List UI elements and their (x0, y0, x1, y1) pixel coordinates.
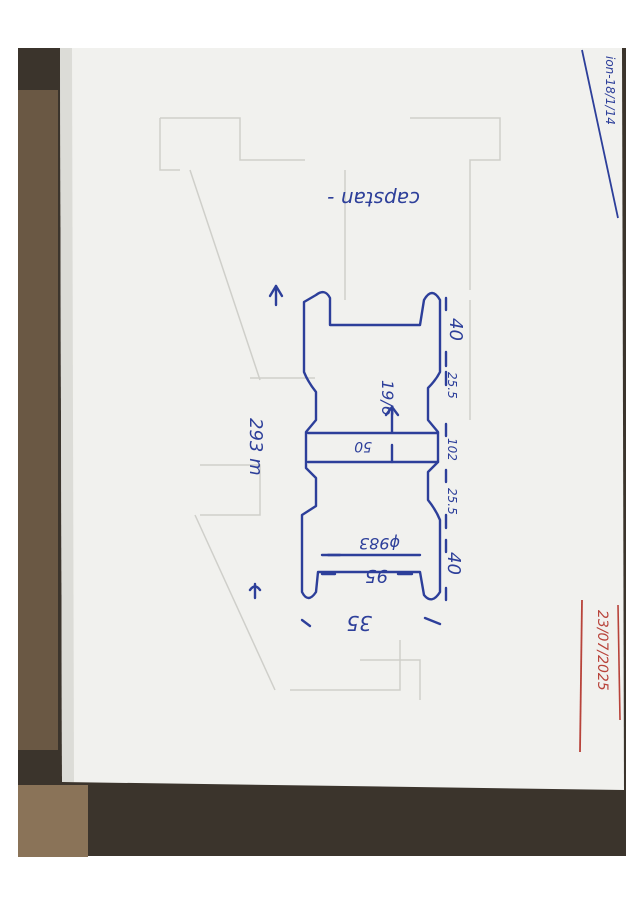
red-date-bracket (617, 604, 621, 721)
ghost-drawing (159, 117, 501, 700)
capstan-sketch (248, 284, 448, 628)
paper-shadow (60, 48, 74, 782)
dim-dia-983: ϕ983 (359, 534, 400, 553)
dim-bottom-40: 40 (443, 552, 464, 575)
date-note: 23/07/2025 (594, 610, 610, 691)
paper-sheet (60, 48, 624, 790)
dim-bore-95: 95 (365, 565, 388, 586)
dim-overall-293: 293 m (245, 418, 266, 476)
dim-top-255: 25.5 (445, 372, 459, 399)
dim-width-50: 50 (354, 438, 372, 454)
dim-center-102: 102 (445, 438, 459, 461)
corner-pen-line (581, 49, 619, 219)
table-left-edge (18, 90, 58, 750)
corner-note: ion-18/1/14 (603, 56, 617, 125)
dim-top-40: 40 (445, 318, 466, 341)
dim-edge-35: 35 (347, 611, 372, 635)
table-bottom-strip (18, 785, 88, 857)
label-capstan: capstan - (327, 187, 420, 211)
dim-bottom-255: 25.5 (445, 488, 459, 515)
sketch-outline-left (300, 290, 442, 601)
red-date-underline (579, 599, 583, 753)
dim-bore-1916: 19/6 (378, 380, 397, 416)
